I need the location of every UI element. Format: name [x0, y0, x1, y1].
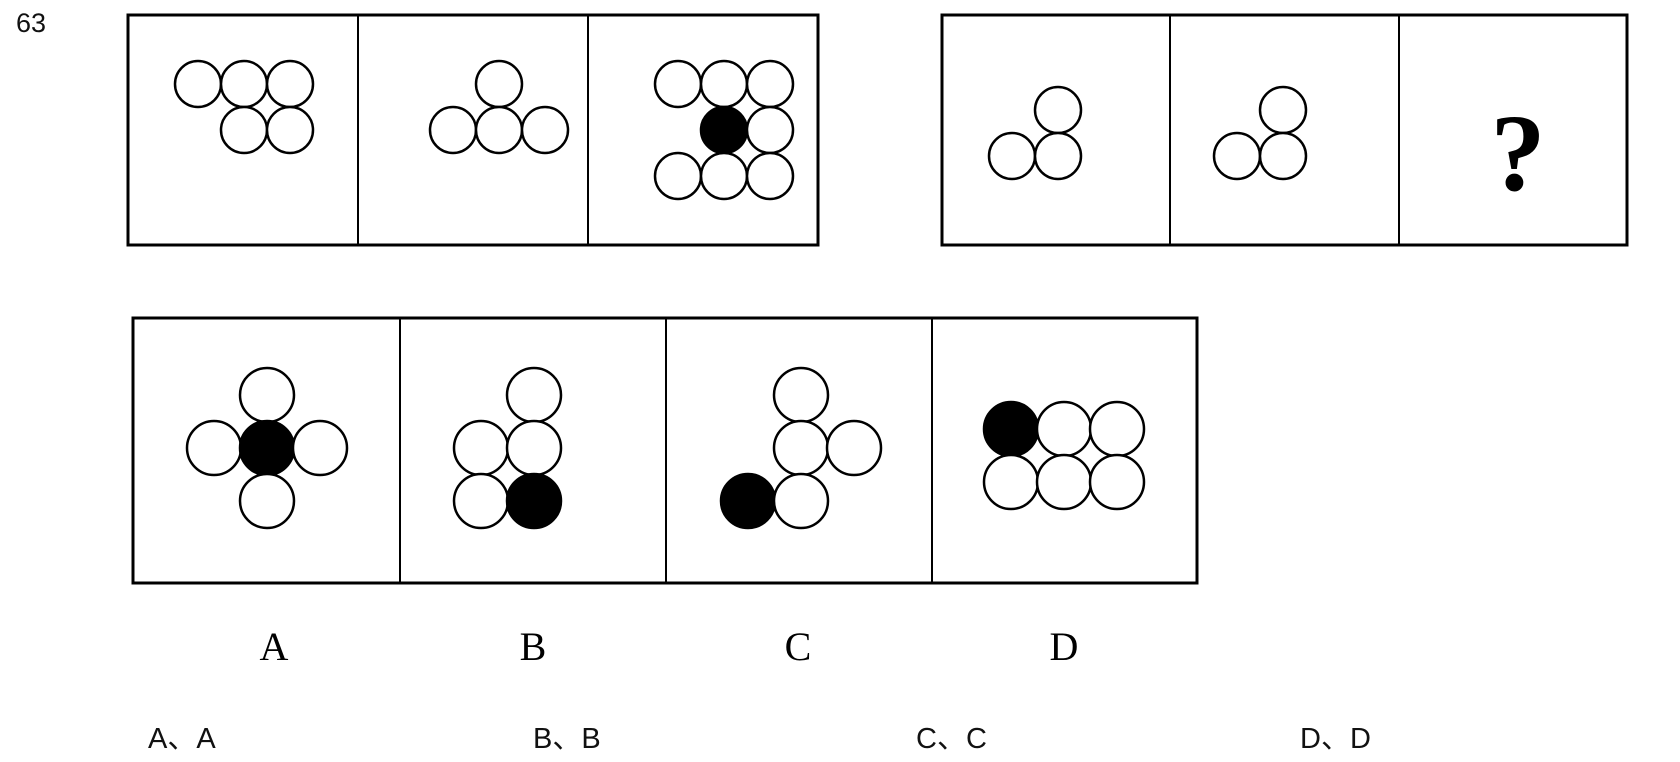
filled-circle [238, 419, 296, 477]
empty-circle [1033, 131, 1083, 181]
empty-circle [185, 419, 243, 477]
option-letter-c: C [785, 624, 812, 669]
option-figure-b [452, 366, 563, 530]
empty-circle [699, 151, 749, 201]
empty-circle [1035, 400, 1093, 458]
figure-left-1 [173, 59, 315, 155]
empty-circle [238, 472, 296, 530]
empty-circle [745, 151, 795, 201]
empty-circle [1212, 131, 1262, 181]
empty-circle [653, 151, 703, 201]
empty-circle [265, 59, 315, 109]
empty-circle [1033, 85, 1083, 135]
empty-circle [825, 419, 883, 477]
filled-circle [719, 472, 777, 530]
empty-circle [505, 419, 563, 477]
empty-circle [772, 419, 830, 477]
figure-left-2 [428, 59, 570, 155]
choice-a[interactable]: A、A [148, 723, 216, 755]
empty-circle [1088, 400, 1146, 458]
empty-circle [219, 105, 269, 155]
empty-circle [291, 419, 349, 477]
figure-right-2 [1212, 85, 1308, 181]
empty-circle [772, 472, 830, 530]
choice-c[interactable]: C、C [916, 723, 987, 755]
empty-circle [987, 131, 1037, 181]
empty-circle [428, 105, 478, 155]
choice-d[interactable]: D、D [1300, 723, 1371, 755]
empty-circle [452, 472, 510, 530]
empty-circle [238, 366, 296, 424]
figure-left-3 [653, 59, 795, 201]
empty-circle [1258, 131, 1308, 181]
empty-circle [982, 453, 1040, 511]
empty-circle [653, 59, 703, 109]
figure-right-1 [987, 85, 1083, 181]
question-number: 63 [16, 8, 47, 38]
empty-circle [1258, 85, 1308, 135]
empty-circle [265, 105, 315, 155]
empty-circle [520, 105, 570, 155]
empty-circle [452, 419, 510, 477]
option-figure-d [982, 400, 1146, 511]
option-letter-d: D [1050, 624, 1079, 669]
top-right-strip: ? [940, 13, 1629, 247]
options-strip [131, 316, 1199, 585]
empty-circle [219, 59, 269, 109]
strip-border [126, 13, 820, 247]
empty-circle [173, 59, 223, 109]
filled-circle [982, 400, 1040, 458]
option-figure-a [185, 366, 349, 530]
empty-circle [1088, 453, 1146, 511]
top-left-strip [126, 13, 820, 247]
question-mark: ? [1491, 92, 1546, 214]
empty-circle [699, 59, 749, 109]
empty-circle [1035, 453, 1093, 511]
empty-circle [745, 105, 795, 155]
empty-circle [772, 366, 830, 424]
empty-circle [745, 59, 795, 109]
choice-b[interactable]: B、B [533, 723, 601, 755]
empty-circle [505, 366, 563, 424]
strip-border [940, 13, 1629, 247]
filled-circle [505, 472, 563, 530]
empty-circle [474, 59, 524, 109]
option-letter-a: A [260, 624, 289, 669]
option-figure-c [719, 366, 883, 530]
filled-circle [699, 105, 749, 155]
empty-circle [474, 105, 524, 155]
option-letter-b: B [520, 624, 547, 669]
